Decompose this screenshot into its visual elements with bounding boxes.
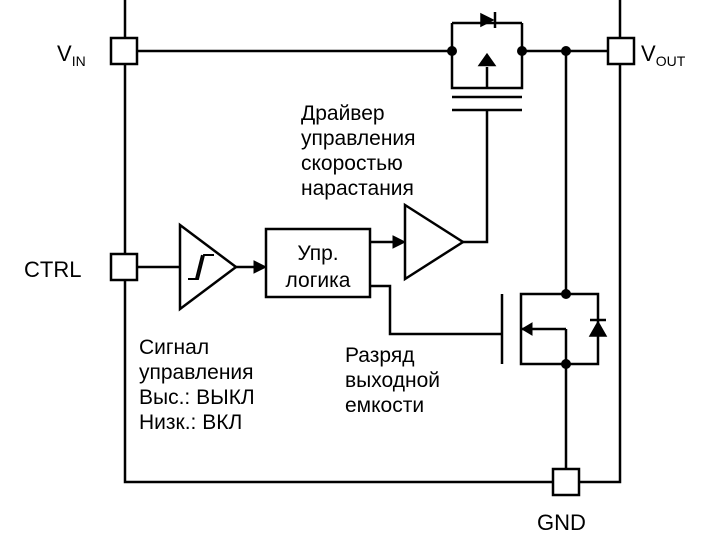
gnd-pin bbox=[551, 467, 581, 497]
vout-label: VOUT bbox=[641, 41, 686, 69]
logic-block-label-line1: Упр. bbox=[297, 242, 338, 265]
driver-annotation-line2: управления bbox=[301, 127, 416, 150]
control-signal-line4: Низк.: ВКЛ bbox=[139, 411, 242, 434]
ctrl-pin bbox=[109, 252, 139, 282]
discharge-annotation-line1: Разряд bbox=[345, 344, 414, 367]
gnd-label: GND bbox=[537, 510, 586, 535]
control-signal-line1: Сигнал bbox=[139, 336, 209, 359]
buffer-to-logic-arrow bbox=[253, 260, 268, 274]
vin-pin bbox=[109, 36, 139, 66]
logic-to-driver-arrow bbox=[392, 235, 407, 249]
ic-outline bbox=[123, 0, 622, 484]
driver-annotation-line3: скоростью bbox=[301, 152, 403, 175]
driver-annotation-line4: нарастания bbox=[301, 177, 414, 200]
vout-pin bbox=[606, 36, 636, 66]
control-signal-line3: Выс.: ВЫКЛ bbox=[139, 386, 255, 409]
slew-rate-driver bbox=[403, 202, 466, 282]
schmitt-trigger-buffer bbox=[178, 222, 239, 312]
control-signal-line2: управления bbox=[139, 361, 254, 384]
driver-annotation-line1: Драйвер bbox=[301, 102, 385, 125]
discharge-annotation-line2: выходной bbox=[345, 369, 440, 392]
pass-pmos-transistor bbox=[447, 12, 527, 99]
control-logic-block bbox=[264, 227, 372, 299]
vin-label: VIN bbox=[57, 41, 86, 69]
driver-to-gate-wire bbox=[463, 110, 489, 244]
ctrl-label: CTRL bbox=[24, 257, 81, 282]
logic-to-discharge-wire bbox=[370, 284, 502, 336]
logic-block-label-line2: логика bbox=[286, 269, 351, 292]
discharge-annotation-line3: емкости bbox=[345, 394, 424, 417]
discharge-nmos-transistor bbox=[519, 289, 608, 369]
